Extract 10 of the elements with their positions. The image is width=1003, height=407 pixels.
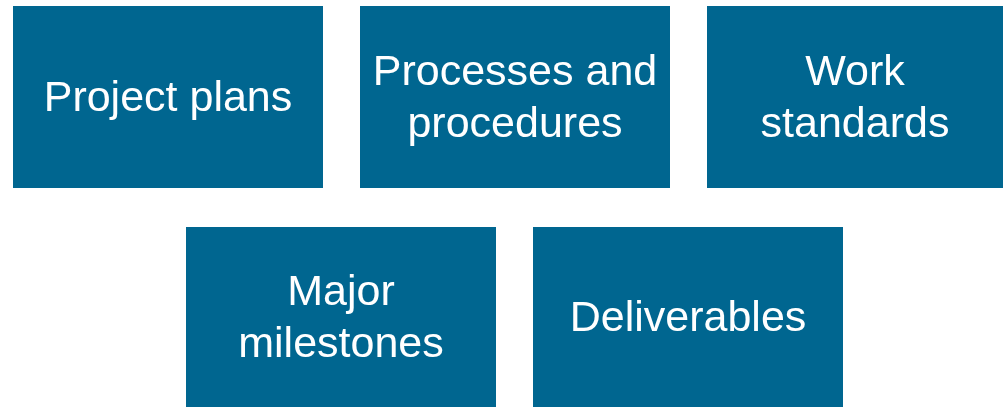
box-label: Processes and procedures [371,45,659,148]
box-label: Project plans [43,71,293,123]
process-box [360,6,670,188]
box-label: Deliverables [569,291,807,343]
process-box [707,6,1003,188]
process-box [13,6,323,188]
process-box [533,227,843,407]
box-label: Work standards [759,45,951,148]
box-label: Major milestones [237,265,445,368]
process-box [186,227,496,407]
